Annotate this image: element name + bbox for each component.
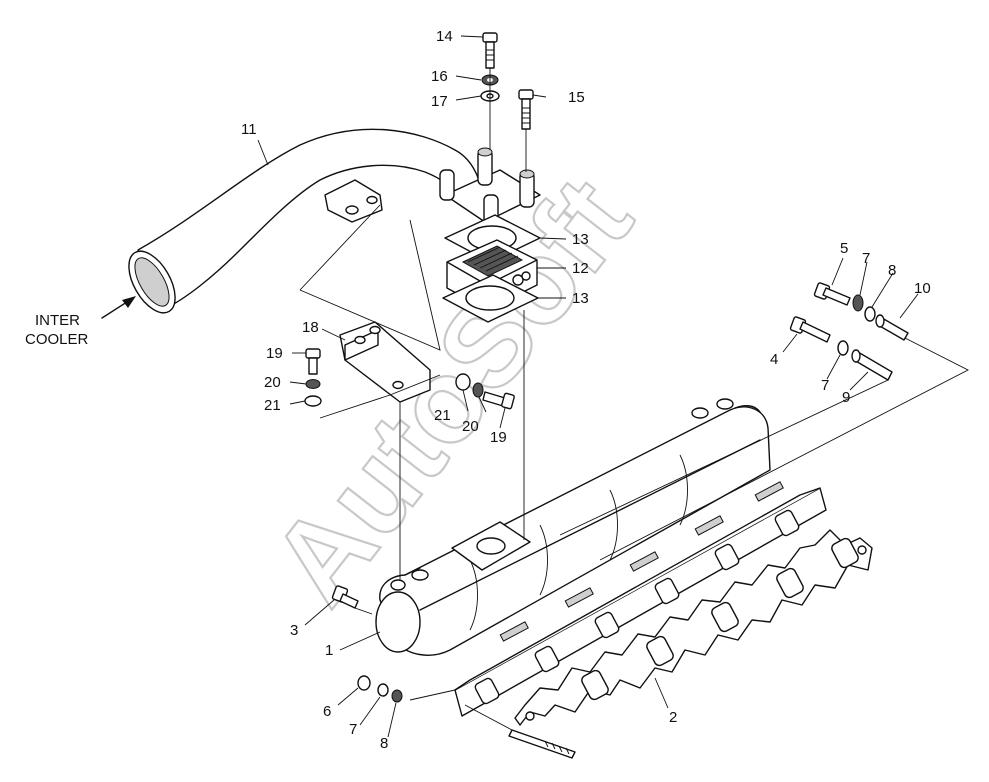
bolt-4 <box>789 316 831 343</box>
callout-7-upper: 7 <box>862 250 870 267</box>
bolt-19-left <box>305 348 321 375</box>
callout-15: 15 <box>568 89 585 106</box>
callout-1: 1 <box>325 642 333 659</box>
callout-20-left: 20 <box>264 374 281 391</box>
callout-3: 3 <box>290 622 298 639</box>
nut-6 <box>357 675 371 691</box>
inter-cooler-arrow <box>101 296 136 319</box>
callout-16: 16 <box>431 68 448 85</box>
inter-cooler-line-2: COOLER <box>25 331 89 348</box>
sleeve-9 <box>851 349 893 381</box>
intake-manifold <box>375 398 827 717</box>
callout-5: 5 <box>840 240 848 257</box>
callout-13-upper: 13 <box>572 231 589 248</box>
spring-washer-7-upper <box>852 294 864 312</box>
callout-13-lower: 13 <box>572 290 589 307</box>
assembly-lines <box>299 68 969 731</box>
callout-leaders <box>257 35 919 738</box>
bolt-19-right <box>482 391 515 410</box>
bolt-5 <box>813 282 851 306</box>
bolt-3 <box>331 585 359 609</box>
callout-6: 6 <box>323 703 331 720</box>
sleeve-10 <box>875 314 909 341</box>
callout-12: 12 <box>572 260 589 277</box>
stud <box>508 729 576 759</box>
callout-14: 14 <box>436 28 453 45</box>
callout-21-right: 21 <box>434 407 451 424</box>
bracket-18 <box>339 321 431 403</box>
lower-gasket <box>442 274 539 323</box>
inter-cooler-line-1: INTER <box>35 312 80 329</box>
bolt-14 <box>482 32 498 69</box>
callout-11: 11 <box>241 121 257 138</box>
washer-21-right <box>455 373 471 391</box>
callout-7-right: 7 <box>821 377 829 394</box>
callout-19-left: 19 <box>266 345 283 362</box>
washer-7-lower <box>377 683 389 697</box>
manifold-gasket <box>514 529 873 726</box>
callout-19-right: 19 <box>490 429 507 446</box>
spring-washer-8-lower <box>391 689 403 703</box>
spring-washer-20-right <box>472 382 484 398</box>
callout-7-lower: 7 <box>349 721 357 738</box>
washer-8-upper <box>864 306 876 322</box>
washer-7-right <box>837 340 849 356</box>
callout-8-lower: 8 <box>380 735 388 752</box>
callout-17: 17 <box>431 93 448 110</box>
callout-8-upper: 8 <box>888 262 896 279</box>
callout-18: 18 <box>302 319 319 336</box>
callout-21-left: 21 <box>264 397 281 414</box>
callout-10: 10 <box>914 280 931 297</box>
bolt-15 <box>518 89 534 130</box>
intake-pipe <box>128 128 541 314</box>
spring-washer-20-left <box>305 379 321 389</box>
callout-2: 2 <box>669 709 677 726</box>
callout-4: 4 <box>770 351 778 368</box>
washer-21-left <box>304 395 322 407</box>
callout-9: 9 <box>842 389 850 406</box>
callout-20-right: 20 <box>462 418 479 435</box>
callout-labels: 14 16 17 15 11 13 12 13 18 19 20 21 21 2… <box>25 28 931 752</box>
